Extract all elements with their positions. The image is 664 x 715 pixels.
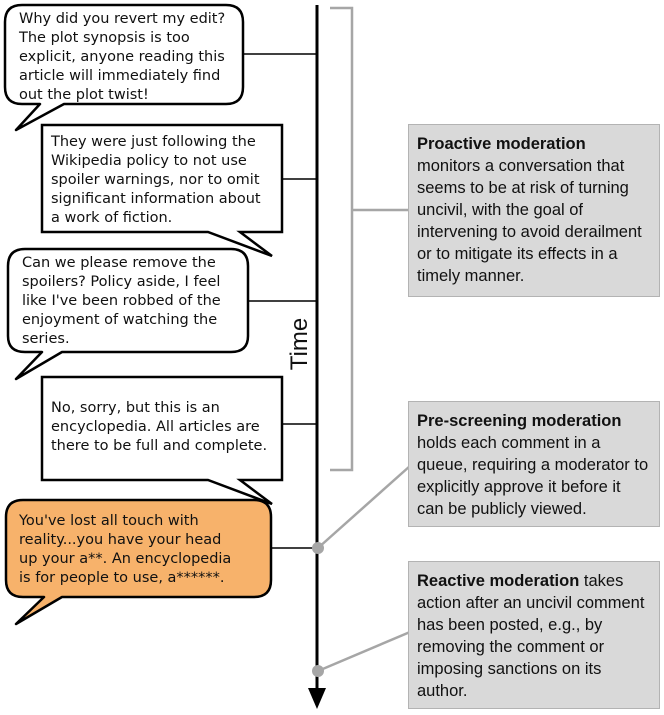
reactive-moderation-body: takes action after an uncivil comment ha… (417, 572, 645, 700)
prescreening-moderation-title: Pre-screening moderation (417, 412, 622, 430)
proactive-moderation-title: Proactive moderation (417, 135, 586, 153)
comment-2-text: They were just following the Wikipedia p… (51, 134, 261, 226)
prescreening-point (312, 542, 324, 554)
comment-3-text: Can we please remove the spoilers? Polic… (22, 255, 221, 347)
timeline-arrowhead (308, 688, 326, 709)
comment-2-bubble (40, 123, 284, 258)
comment-5-bubble (4, 498, 273, 626)
time-label: Time (286, 317, 313, 371)
reactive-moderation-box: Reactive moderation takes action after a… (408, 561, 660, 709)
comment-1-text: Why did you revert my edit? The plot syn… (19, 11, 226, 103)
proactive-bracket (330, 6, 354, 472)
prescreening-connector (317, 465, 411, 549)
comment-1-bubble (3, 3, 245, 132)
reactive-point (312, 665, 324, 677)
reactive-connector (317, 630, 411, 673)
proactive-moderation-body: monitors a conversation that seems to be… (417, 157, 642, 285)
comment-4-bubble (40, 375, 284, 506)
reactive-moderation-title: Reactive moderation (417, 572, 580, 590)
comment-5-text: You've lost all touch with reality...you… (19, 513, 232, 586)
prescreening-moderation-box: Pre-screening moderation holds each comm… (408, 401, 660, 527)
prescreening-moderation-body: holds each comment in a queue, requiring… (417, 434, 649, 518)
proactive-moderation-box: Proactive moderation monitors a conversa… (408, 124, 660, 297)
comment-4-text: No, sorry, but this is an encyclopedia. … (51, 400, 268, 454)
comment-3-bubble (6, 247, 250, 381)
